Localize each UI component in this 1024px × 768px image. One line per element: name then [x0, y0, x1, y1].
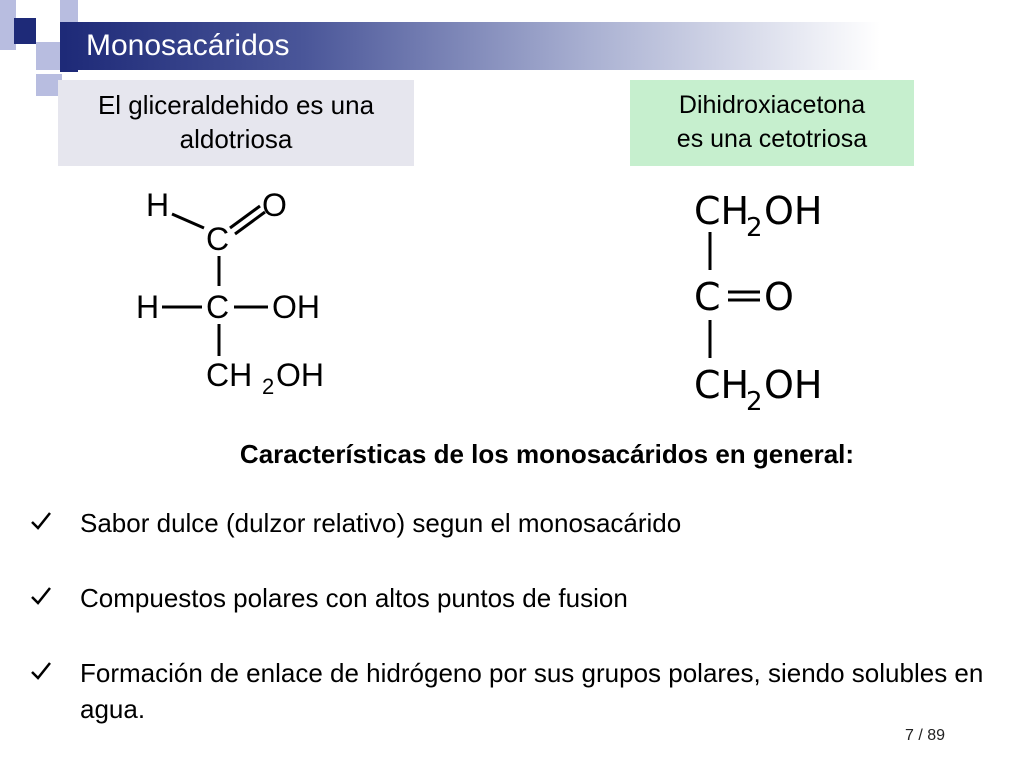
- ketose-caption-line1: Dihidroxiacetona: [678, 91, 866, 119]
- atom-label: 2: [262, 374, 274, 399]
- atom-label: CH: [206, 357, 252, 393]
- atom-label: OH: [272, 289, 320, 325]
- aldose-caption-box: El gliceraldehido es una aldotriosa: [58, 80, 414, 166]
- check-mark-icon: [30, 580, 66, 616]
- check-mark-icon: [30, 655, 66, 691]
- atom-label: O: [262, 187, 287, 223]
- list-item-text: Sabor dulce (dulzor relativo) segun el m…: [80, 508, 682, 538]
- atom-label: CH: [694, 189, 749, 233]
- decorative-square: [0, 0, 16, 50]
- decorative-square: [36, 74, 62, 96]
- atom-label: H: [136, 289, 159, 325]
- bond: [171, 212, 205, 230]
- decorative-square: [60, 0, 78, 22]
- atom-label: C: [206, 289, 229, 325]
- atom-label: 2: [746, 213, 763, 243]
- list-item: Formación de enlace de hidrógeno por sus…: [30, 655, 1010, 727]
- list-item-text: Formación de enlace de hidrógeno por sus…: [80, 658, 984, 724]
- atom-label: CH: [694, 363, 749, 407]
- decorative-square: [14, 18, 36, 44]
- atom-label: O: [764, 275, 794, 319]
- atom-label: OH: [764, 189, 822, 233]
- atom-label: 2: [746, 387, 763, 410]
- double-bond: [229, 204, 261, 230]
- list-item: Sabor dulce (dulzor relativo) segun el m…: [30, 505, 1010, 541]
- title-bar: [64, 22, 1024, 70]
- atom-label: OH: [276, 357, 324, 393]
- slide-title: Monosacáridos: [86, 29, 290, 62]
- dihydroxyacetone-structure: CH 2 OH C O CH 2 OH: [694, 189, 822, 410]
- list-item-text: Compuestos polares con altos puntos de f…: [80, 583, 628, 613]
- aldose-caption-line2: aldotriosa: [179, 124, 293, 154]
- atom-label: C: [694, 275, 721, 319]
- characteristics-heading: Características de los monosacáridos en …: [239, 439, 855, 469]
- list-item: Compuestos polares con altos puntos de f…: [30, 580, 1010, 616]
- atom-label: H: [146, 187, 169, 223]
- page-number: 7 / 89: [905, 727, 946, 744]
- ketose-caption-box: Dihidroxiacetona es una cetotriosa: [630, 80, 914, 166]
- glyceraldehyde-structure: H O C H C OH CH 2 OH: [136, 187, 324, 399]
- check-mark-icon: [30, 505, 66, 541]
- atom-label: C: [206, 221, 229, 257]
- atom-label: OH: [764, 363, 822, 407]
- double-bond: [234, 210, 266, 236]
- decorative-square: [36, 42, 62, 70]
- ketose-caption-line2: es una cetotriosa: [676, 125, 868, 153]
- aldose-caption-line1: El gliceraldehido es una: [97, 90, 375, 120]
